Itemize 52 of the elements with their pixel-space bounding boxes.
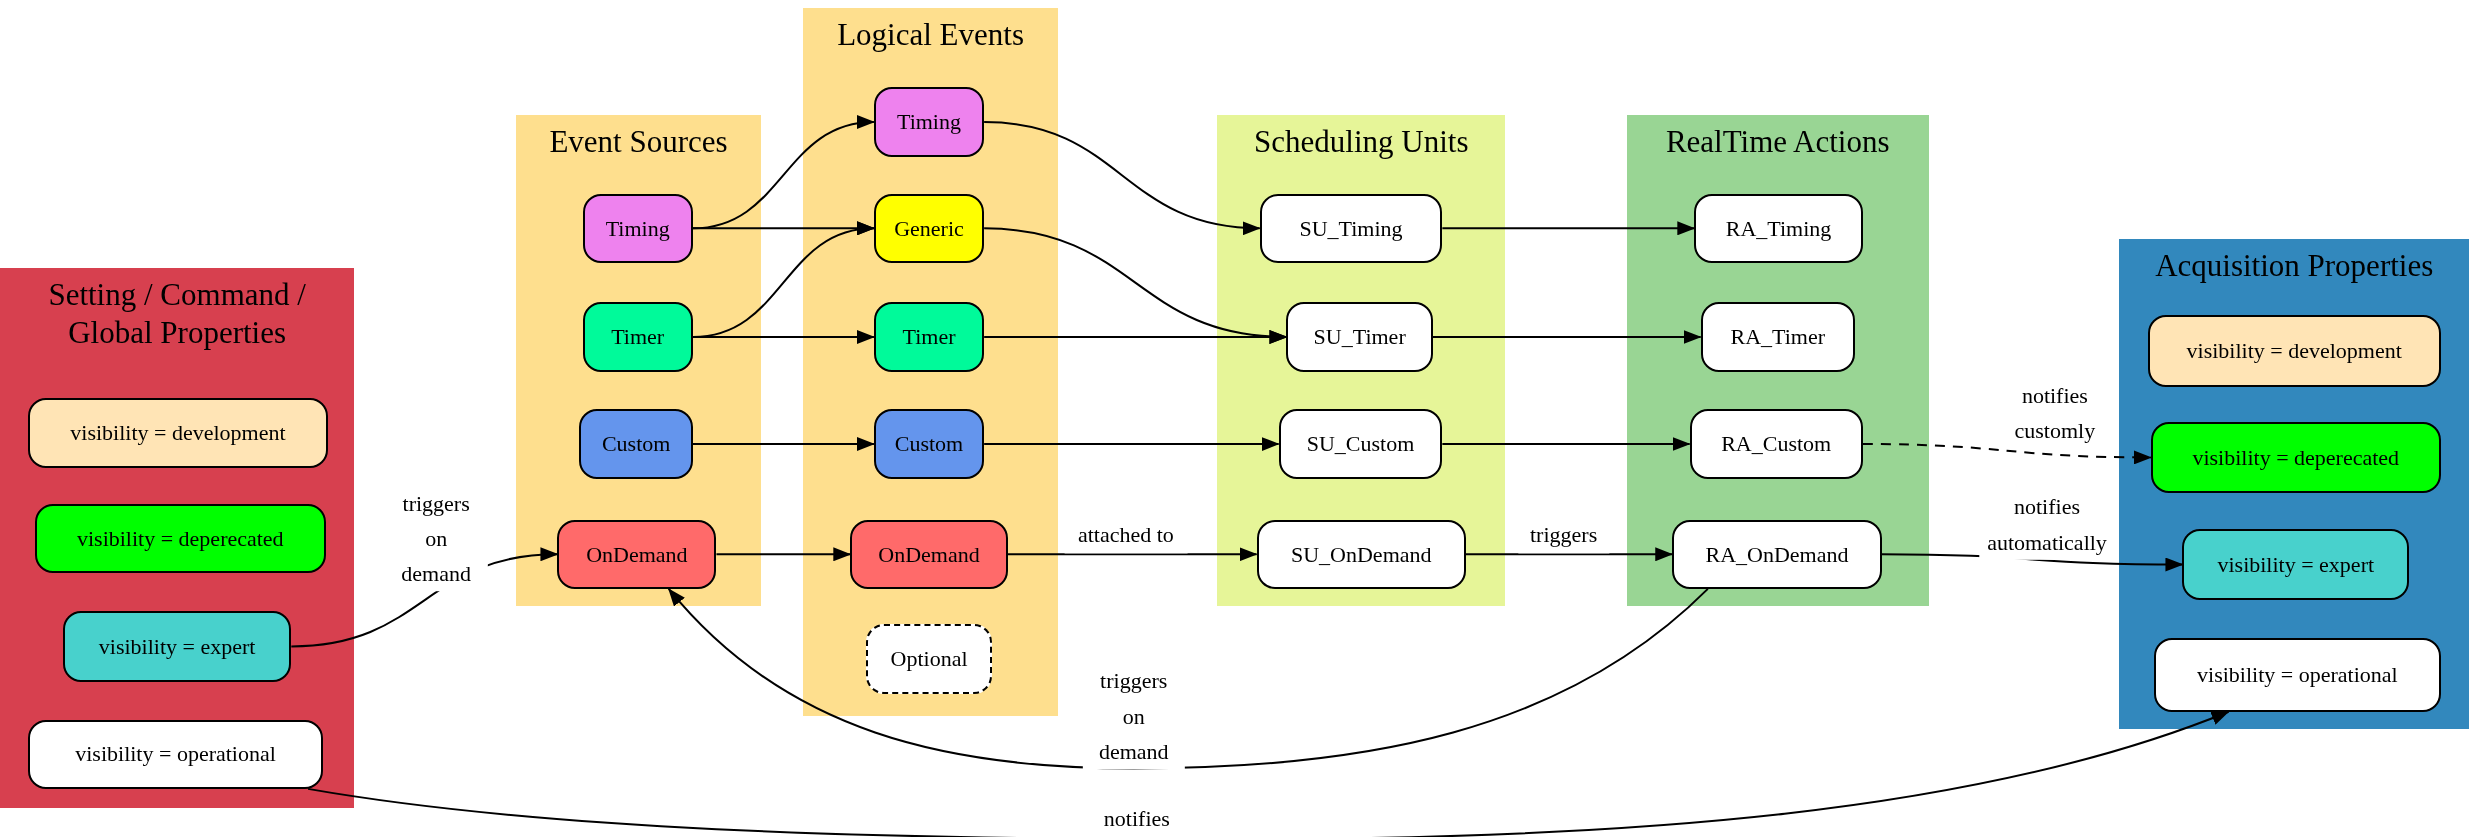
process-box: Timer [582,302,693,372]
group-title: Logical Events [836,15,1025,54]
process-box: Custom [579,409,693,479]
arrow [983,329,1288,344]
process-box: visibility = deperecated [2150,421,2441,493]
process-box: Generic [873,193,985,263]
group-title: Setting / Command / Global Properties [47,275,307,353]
group-panel [0,267,355,808]
arrow [1431,329,1702,344]
process-box: SU_Timing [1259,193,1443,263]
arrow [983,437,1280,452]
process-box: visibility = operational [28,719,323,789]
group-panel [1626,114,1929,607]
group-title: Scheduling Units [1253,122,1470,161]
group-panel [516,114,761,607]
group-panel [1217,114,1506,607]
process-box: visibility = development [2147,314,2441,388]
arrow [715,547,852,562]
process-box: visibility = operational [2154,637,2441,712]
group-panel [803,7,1059,717]
arrow [1441,221,1696,236]
process-box: Timing [582,193,693,263]
process-box: visibility = development [28,398,328,468]
process-box: RA_OnDemand [1672,519,1882,589]
process-box: visibility = deperecated [34,503,326,574]
process-box: Optional [866,623,992,695]
process-box: RA_Timing [1694,193,1863,263]
arrow [1861,443,2152,465]
arrow [691,329,875,344]
arrow [667,587,1709,770]
process-box: SU_OnDemand [1256,519,1466,589]
arrow [983,121,1261,235]
arrow [1464,547,1674,562]
process-box: Timing [873,86,985,158]
group-title: RealTime Actions [1664,122,1891,161]
process-box: visibility = expert [2182,529,2410,600]
process-box: RA_Timer [1700,302,1855,372]
process-box: SU_Custom [1278,409,1443,479]
process-box: OnDemand [850,519,1008,589]
arrow [691,437,875,452]
process-box: Timer [873,302,985,372]
arrow [1006,547,1258,562]
group-title: Event Sources [548,122,729,161]
process-box: OnDemand [557,519,717,589]
group-title: Acquisition Properties [2154,247,2435,286]
arrow [1441,437,1691,452]
arrow [307,710,2230,837]
process-box: SU_Timer [1286,302,1433,372]
process-box: visibility = expert [63,610,292,682]
group-panel [2119,239,2469,730]
process-box: RA_Custom [1689,409,1863,479]
process-box: Custom [873,409,985,479]
